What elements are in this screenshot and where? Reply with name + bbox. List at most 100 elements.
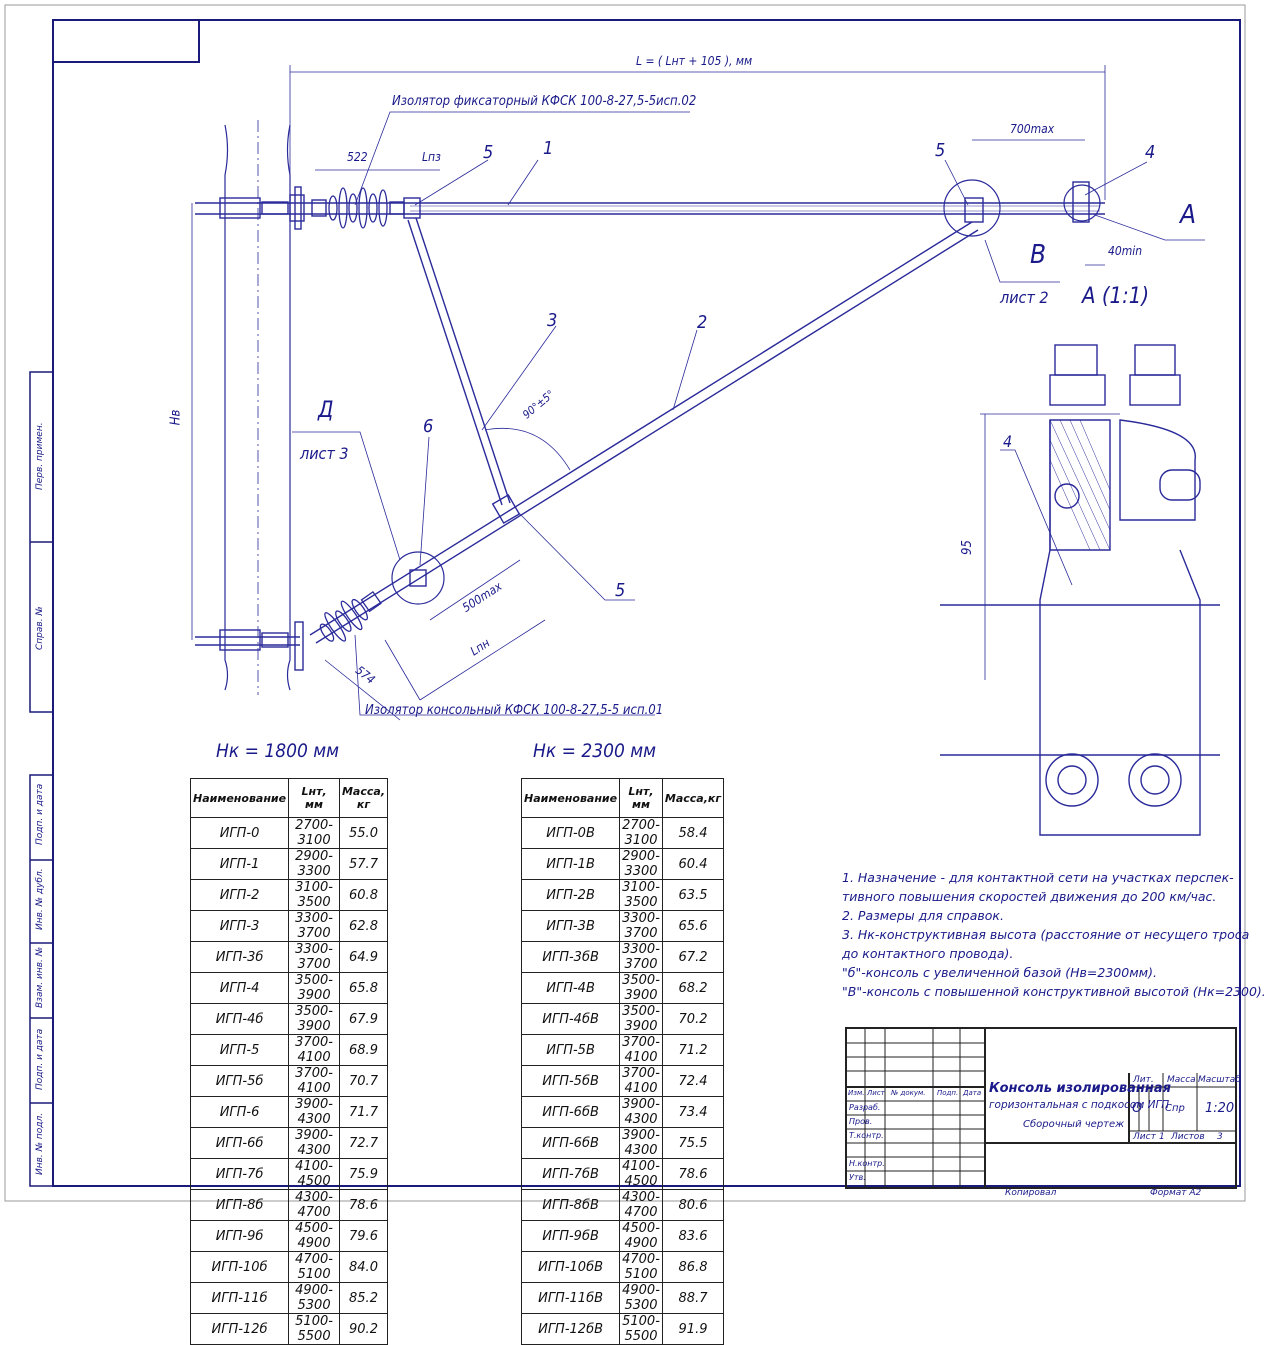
cell-mass: 78.6 (661, 1158, 725, 1190)
lit-value: О (1132, 1101, 1143, 1116)
cell-lnt: 3900-4300 (619, 1096, 663, 1128)
cell-name: ИГП-8б (189, 1189, 290, 1221)
cell-mass: 88.7 (661, 1282, 725, 1314)
note-line: 2. Размеры для справок. (842, 908, 1004, 923)
cell-lnt: 4700-5100 (619, 1251, 663, 1283)
cell-lnt: 2700-3100 (619, 817, 663, 849)
callout-1: 1 (543, 138, 554, 159)
cell-name: ИГП-5б (189, 1065, 290, 1097)
copied-label: Копировал (1005, 1188, 1057, 1198)
cell-mass: 68.2 (661, 972, 725, 1004)
side-label-orig-inv: Инв. № подл. (35, 1112, 45, 1175)
callout-4-detail: 4 (1003, 432, 1013, 451)
list-3-ref: лист 3 (300, 444, 349, 463)
callout-4: 4 (1145, 142, 1156, 163)
cell-lnt: 5100-5500 (288, 1313, 340, 1345)
cell-lnt: 3700-4100 (288, 1034, 340, 1066)
table1-title: Hк = 1800 мм (216, 740, 340, 762)
cell-name: ИГП-9бВ (520, 1220, 621, 1252)
cell-name: ИГП-11б (189, 1282, 290, 1314)
note-line: "б"-консоль с увеличенной базой (Нв=2300… (842, 965, 1157, 980)
side-label-repl-inv: Взам. инв. № (35, 946, 45, 1008)
cell-mass: 60.8 (338, 879, 389, 911)
cell-name: ИГП-10бВ (520, 1251, 621, 1283)
callout-5-bottom: 5 (615, 580, 626, 601)
callout-5-right: 5 (935, 140, 946, 161)
cell-lnt: 3500-3900 (288, 972, 340, 1004)
cell-name: ИГП-1В (520, 848, 621, 880)
scale-header: Масштаб (1198, 1075, 1241, 1085)
cell-mass: 72.7 (338, 1127, 389, 1159)
cell-lnt: 3500-3900 (288, 1003, 340, 1035)
cell-lnt: 3900-4300 (288, 1127, 340, 1159)
title-block: Изм. Лист № докум. Подп. Дата Разраб. Пр… (845, 1027, 1241, 1189)
cell-lnt: 4700-5100 (288, 1251, 340, 1283)
cell-lnt: 4300-4700 (288, 1189, 340, 1221)
cell-name: ИГП-5В (520, 1034, 621, 1066)
row-label-date: Дата (963, 1089, 982, 1097)
cell-mass: 75.5 (661, 1127, 725, 1159)
cell-lnt: 5100-5500 (619, 1313, 663, 1345)
cell-mass: 55.0 (338, 817, 389, 849)
sheets-number: 3 (1217, 1132, 1223, 1142)
scale-value: 1:20 (1205, 1101, 1235, 1116)
format-label: Формат А2 (1150, 1188, 1202, 1198)
cell-name: ИГП-6 (189, 1096, 290, 1128)
cell-mass: 64.9 (338, 941, 389, 973)
drawing-title-2: горизонтальная с подкосом ИГП (989, 1099, 1170, 1111)
note-line: 1. Назначение - для контактной сети на у… (842, 870, 1234, 885)
cell-mass: 91.9 (661, 1313, 725, 1345)
cell-mass: 65.8 (338, 972, 389, 1004)
col-mass: Масса,кг (661, 778, 725, 818)
callout-3: 3 (547, 310, 558, 331)
note-line: до контактного провода). (842, 946, 1014, 961)
assembly-drawing (4, 4, 1246, 1202)
cell-mass: 84.0 (338, 1251, 389, 1283)
row-label-sign: Подп. (937, 1089, 959, 1097)
cell-mass: 58.4 (661, 817, 725, 849)
cell-mass: 73.4 (661, 1096, 725, 1128)
cell-name: ИГП-7б (189, 1158, 290, 1190)
col-lnt: Lнт, мм (619, 778, 663, 818)
cell-name: ИГП-7бВ (520, 1158, 621, 1190)
cell-mass: 70.2 (661, 1003, 725, 1035)
cell-lnt: 4900-5300 (288, 1282, 340, 1314)
cell-lnt: 3700-4100 (619, 1034, 663, 1066)
person-developer: Разраб. (849, 1103, 881, 1112)
sheet-label: Лист (1133, 1132, 1156, 1142)
cell-lnt: 2900-3300 (619, 848, 663, 880)
cell-name: ИГП-3бВ (520, 941, 621, 973)
cell-mass: 86.8 (661, 1251, 725, 1283)
dim-522: 522 (347, 150, 368, 164)
cell-name: ИГП-6б (189, 1127, 290, 1159)
lit-header: Лит. (1133, 1075, 1154, 1085)
note-line: тивного повышения скоростей движения до … (842, 889, 1217, 904)
view-a-scale: A (1:1) (1082, 284, 1150, 309)
callout-6: 6 (423, 416, 434, 437)
cell-mass: 78.6 (338, 1189, 389, 1221)
dim-lpz: Lпз (422, 150, 441, 164)
side-label-sign-date-1: Подп. и дата (35, 783, 45, 845)
cell-name: ИГП-2 (189, 879, 290, 911)
